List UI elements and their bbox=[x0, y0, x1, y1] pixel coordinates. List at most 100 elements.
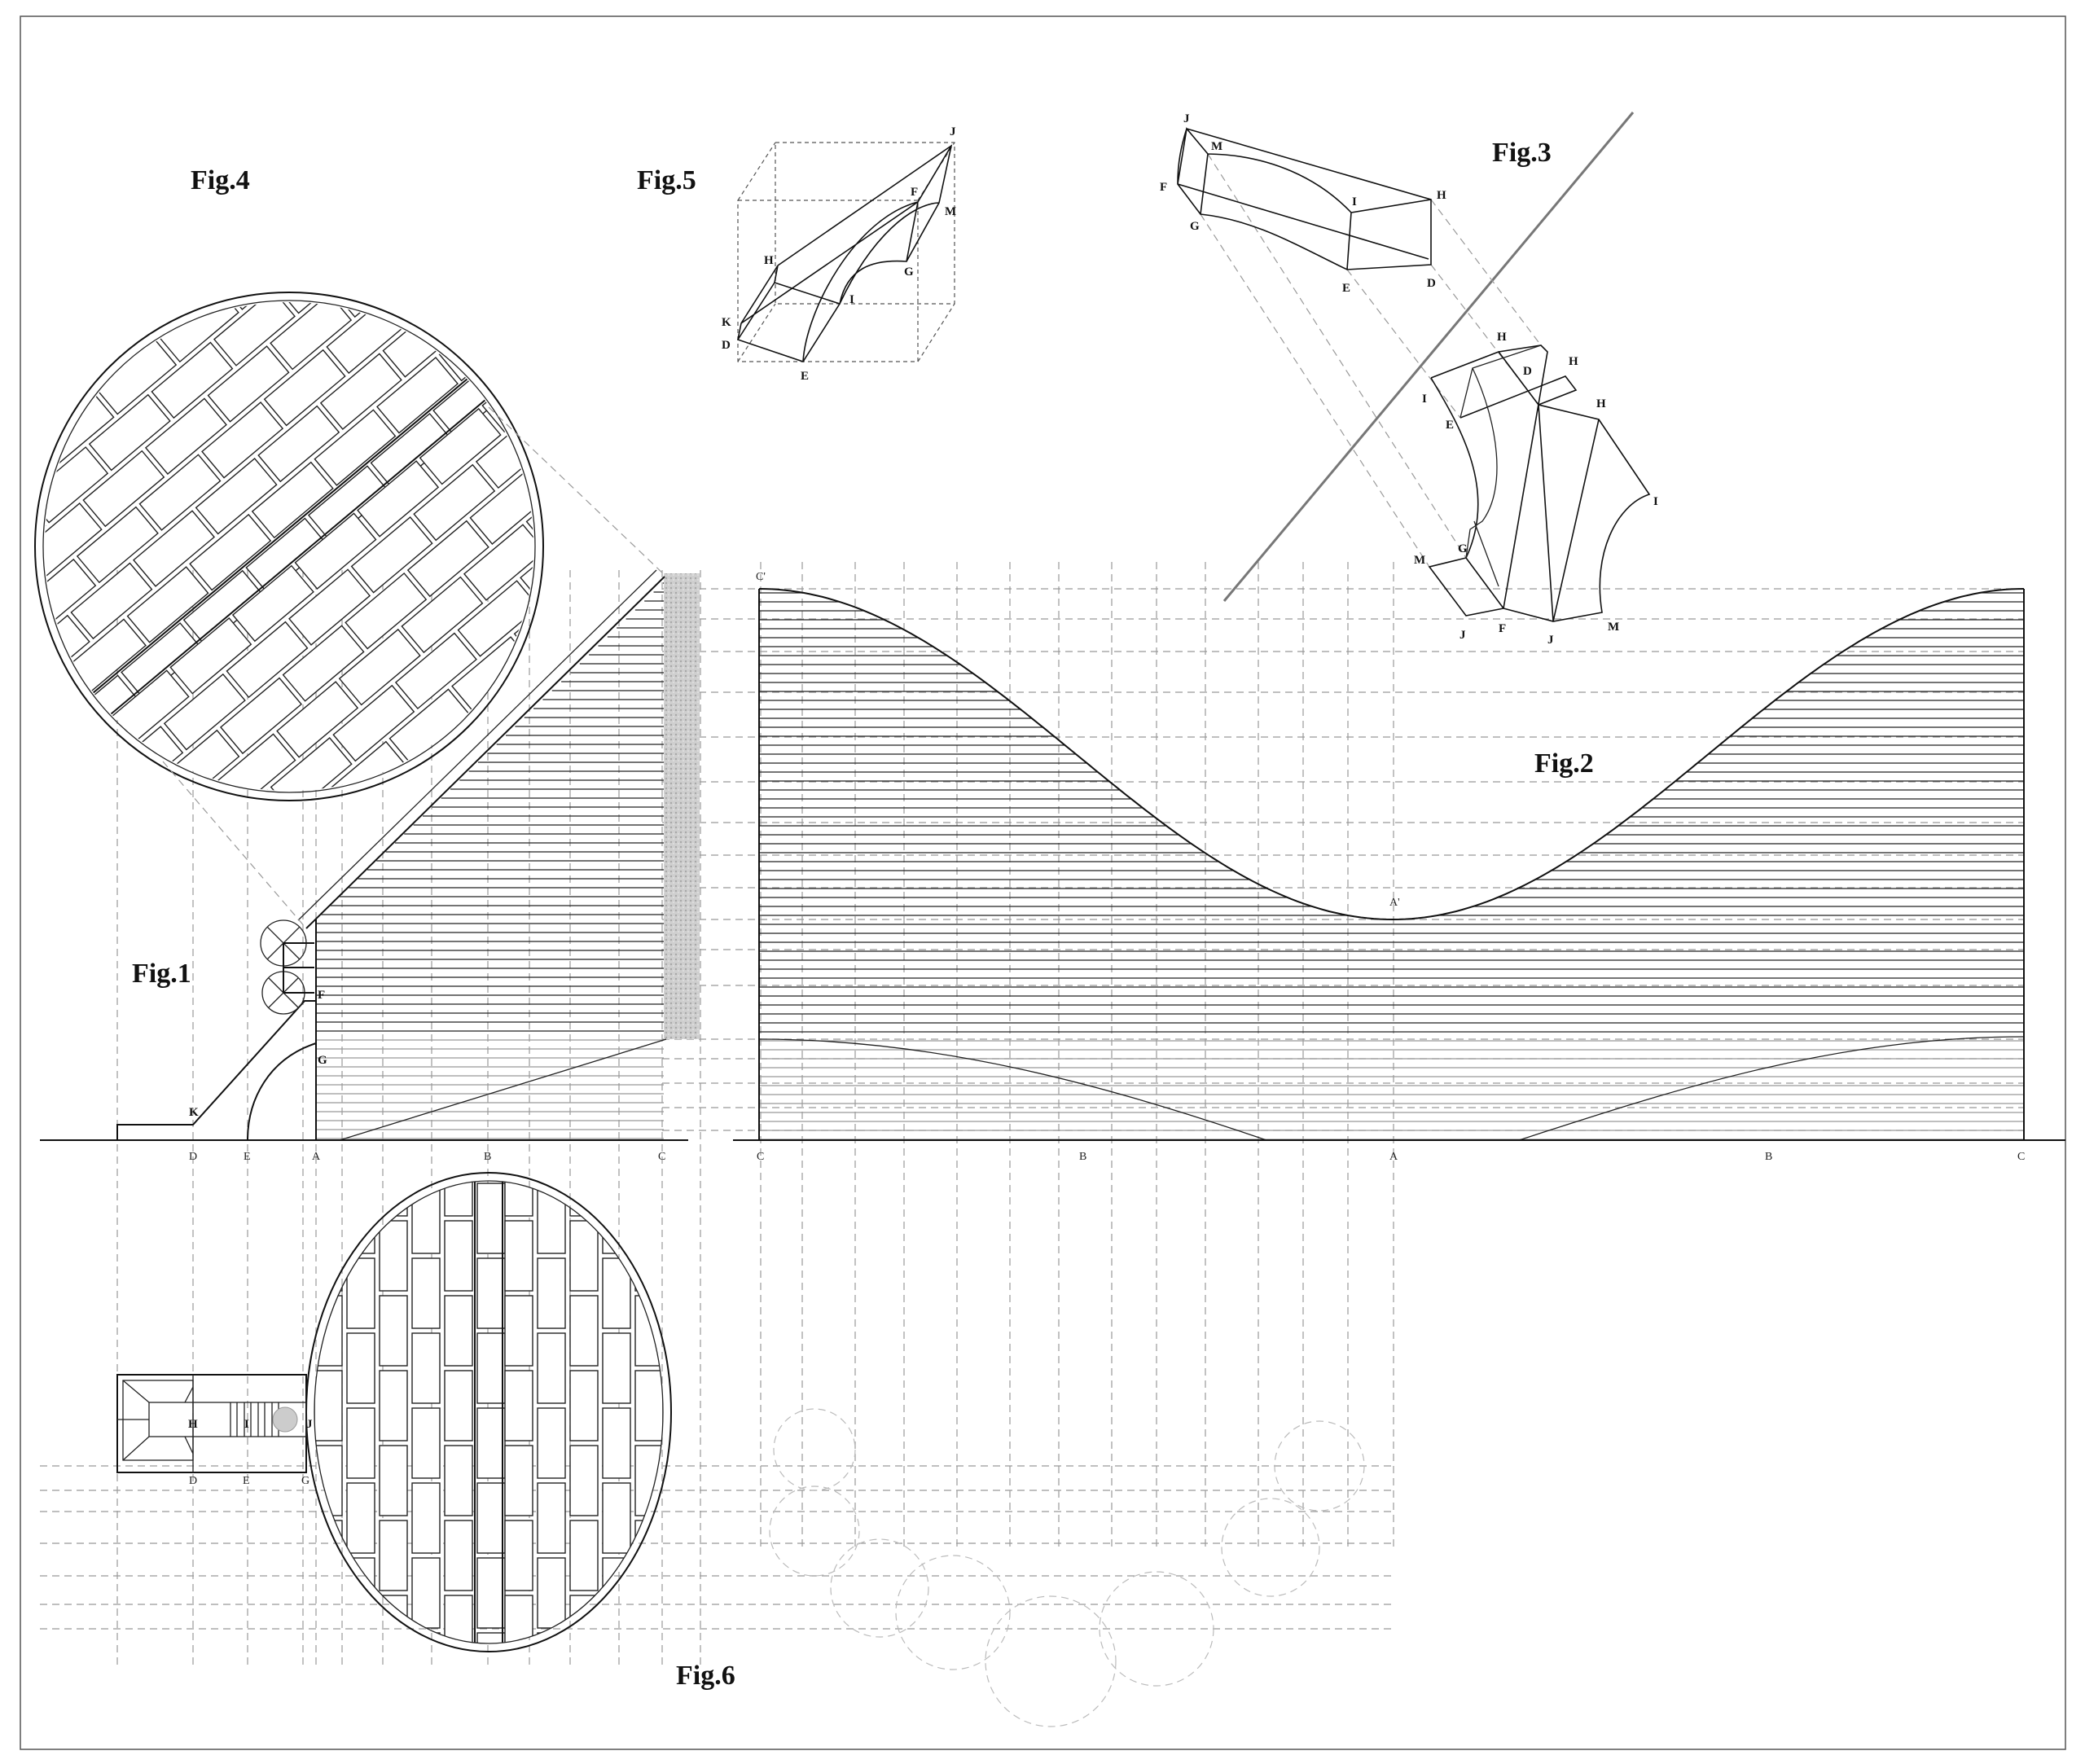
fig3-top-label-e: E bbox=[1342, 282, 1350, 295]
brick bbox=[504, 1445, 533, 1516]
brick bbox=[569, 1220, 599, 1292]
brick bbox=[288, 125, 369, 201]
brick bbox=[411, 1407, 441, 1479]
brick bbox=[444, 1520, 473, 1591]
brick bbox=[45, 722, 128, 791]
brick bbox=[602, 1407, 631, 1479]
fig6-label-g: G bbox=[301, 1475, 309, 1487]
brick-courses bbox=[0, 125, 664, 791]
brick bbox=[314, 1370, 343, 1441]
fig3-bottom-label-h1: H bbox=[1497, 331, 1507, 344]
brick bbox=[379, 1295, 408, 1367]
brick bbox=[314, 1670, 342, 1740]
brick bbox=[602, 1257, 631, 1329]
brick bbox=[45, 502, 103, 580]
fig6-label-i: I bbox=[244, 1418, 249, 1431]
fig1-label-k: K bbox=[189, 1106, 199, 1119]
brick bbox=[537, 1257, 566, 1329]
fig3-bottom-label-g: G bbox=[1458, 542, 1468, 555]
brick bbox=[537, 1183, 566, 1254]
fig5-label-k: K bbox=[722, 316, 731, 329]
brick bbox=[668, 1183, 696, 1253]
brick bbox=[634, 1520, 663, 1591]
brick bbox=[602, 1632, 631, 1643]
fig2-title: Fig.2 bbox=[1534, 748, 1594, 779]
brick bbox=[537, 1332, 566, 1404]
brick bbox=[151, 785, 234, 791]
fig5-label-h: H bbox=[764, 254, 774, 267]
brick-courses bbox=[282, 1108, 696, 1740]
brick bbox=[537, 1407, 566, 1479]
brick bbox=[525, 472, 533, 549]
brick bbox=[379, 1220, 408, 1292]
brick bbox=[583, 476, 664, 552]
fig1-wheels bbox=[260, 919, 314, 1015]
fig6-vault-plan bbox=[282, 1108, 696, 1740]
brick bbox=[444, 1181, 473, 1217]
brick bbox=[282, 1108, 309, 1178]
brick bbox=[226, 621, 309, 699]
fig3-bottom-label-i: I bbox=[1422, 393, 1427, 406]
fig5-label-f: F bbox=[911, 186, 918, 199]
brick bbox=[406, 520, 489, 598]
axis-label: C bbox=[2017, 1151, 2025, 1163]
brick bbox=[346, 1632, 375, 1643]
fig3-top-label-m: M bbox=[1211, 140, 1222, 153]
brick bbox=[314, 1445, 343, 1516]
fig6-label-j: J bbox=[306, 1418, 313, 1431]
brick bbox=[345, 129, 426, 205]
fig3-voussoir-development bbox=[1177, 112, 1651, 622]
brick bbox=[504, 1295, 533, 1367]
brick bbox=[314, 1220, 343, 1292]
brick bbox=[163, 673, 246, 751]
brick bbox=[45, 386, 59, 464]
fig3-top-label-g: G bbox=[1190, 220, 1200, 233]
fig5-label-m: M bbox=[945, 205, 956, 218]
fig3-bottom-label-j: J bbox=[1460, 629, 1466, 642]
brick bbox=[602, 1332, 631, 1404]
brick bbox=[602, 1482, 631, 1554]
brick bbox=[331, 302, 415, 318]
fig1-stair-profile bbox=[116, 1000, 317, 1141]
brick bbox=[245, 517, 328, 595]
brick bbox=[213, 302, 296, 366]
brick bbox=[537, 1557, 566, 1629]
brick bbox=[538, 1108, 565, 1178]
brick bbox=[283, 182, 363, 257]
brick bbox=[282, 625, 365, 702]
fig6-label-d: D bbox=[189, 1475, 197, 1487]
brick bbox=[282, 1183, 309, 1253]
fig1-wall bbox=[664, 573, 700, 1039]
brick bbox=[379, 1445, 408, 1516]
fig3-bottom-label-h2: H bbox=[1569, 355, 1578, 368]
band-edge bbox=[47, 347, 533, 767]
axis-label: A bbox=[1389, 1151, 1398, 1163]
brick bbox=[603, 1108, 630, 1178]
brick bbox=[504, 1181, 533, 1217]
fig2-label-c-prime: C' bbox=[756, 571, 766, 583]
fig1-label-f: F bbox=[318, 989, 325, 1002]
fig3-bottom-label-j2: J bbox=[1547, 634, 1554, 647]
brick bbox=[182, 569, 266, 647]
fig3-title: Fig.3 bbox=[1492, 138, 1552, 168]
fig5-label-d: D bbox=[722, 339, 731, 352]
fig5-label-i: I bbox=[849, 293, 854, 306]
brick bbox=[476, 1183, 506, 1254]
brick bbox=[282, 1258, 309, 1328]
brick bbox=[571, 588, 652, 664]
fig3-bottom-label-h3: H bbox=[1596, 397, 1606, 410]
brick bbox=[445, 302, 528, 326]
brick bbox=[0, 555, 39, 631]
axis-label: B bbox=[484, 1151, 491, 1163]
brick bbox=[668, 1108, 696, 1178]
fig1-diagonal bbox=[339, 1038, 667, 1141]
brick bbox=[394, 632, 477, 710]
fig1-hatching bbox=[316, 582, 664, 1139]
brick bbox=[438, 304, 521, 382]
fig4-title: Fig.4 bbox=[191, 165, 250, 195]
brick bbox=[476, 1482, 506, 1554]
brick bbox=[476, 1407, 506, 1479]
axis-label: C bbox=[658, 1151, 665, 1163]
brick bbox=[634, 1295, 663, 1367]
